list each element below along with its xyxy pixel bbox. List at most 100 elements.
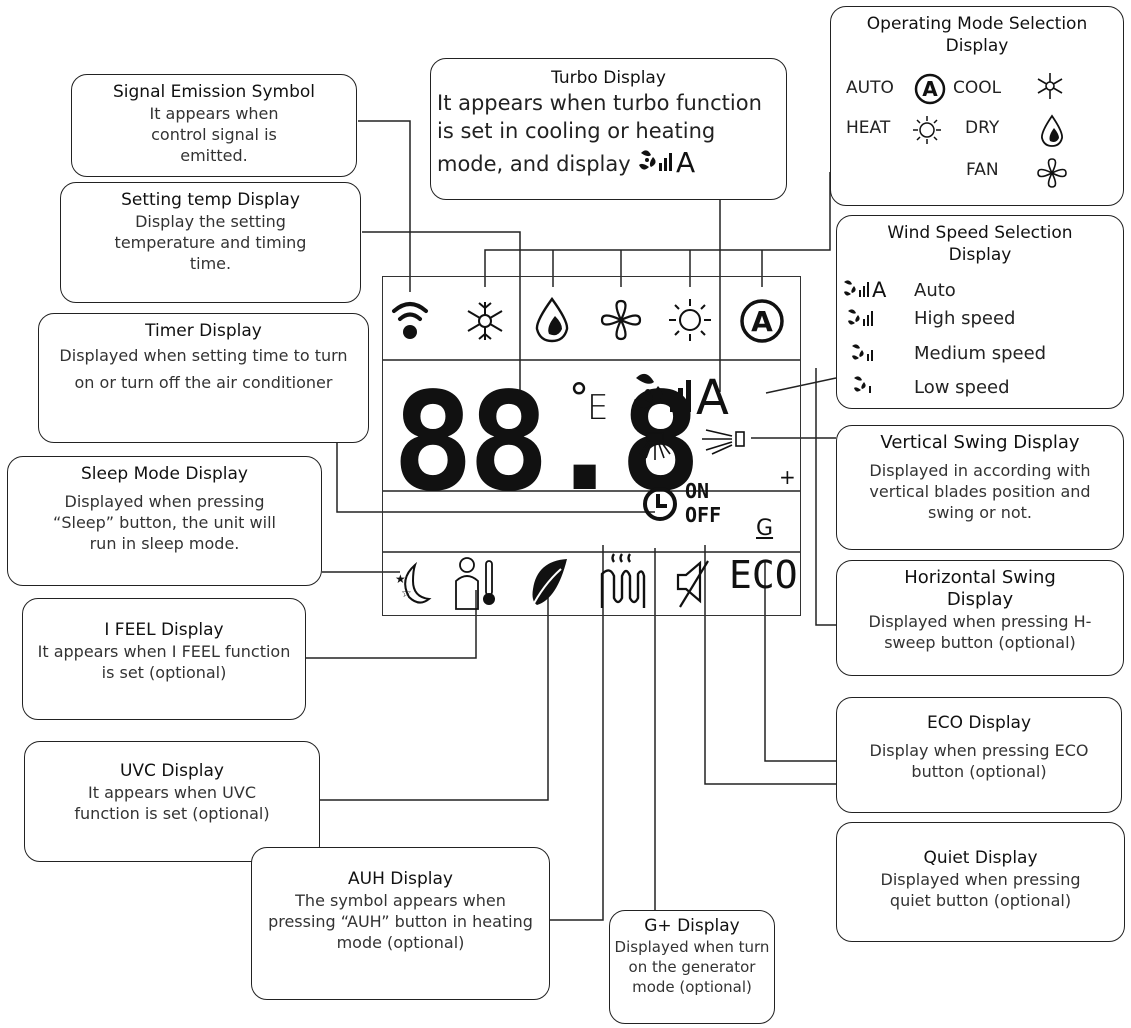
callout-ifeel: I FEEL Display It appears when I FEEL fu… — [22, 598, 306, 720]
wind-speed-low-label: Low speed — [914, 377, 1010, 398]
snowflake-icon — [467, 302, 503, 340]
callout-desc: The symbol appears when pressing “AUH” b… — [268, 891, 533, 952]
callout-title: Timer Display — [145, 321, 262, 341]
i-feel-person-icon — [455, 557, 495, 610]
leader-windspeed — [765, 377, 837, 394]
auh-heater-icon — [600, 553, 646, 608]
leader-ifeel — [306, 590, 477, 659]
uvc-leaf-icon — [530, 559, 567, 610]
sun-icon — [913, 116, 941, 144]
callout-eco: ECO Display Display when pressing ECO bu… — [836, 697, 1122, 813]
turbo-a-letter: A — [696, 370, 729, 420]
callout-signal: Signal Emission Symbol It appears when c… — [71, 74, 357, 177]
callout-gplus: G+ Display Displayed when turn on the ge… — [609, 910, 775, 1024]
callout-auh: AUH Display The symbol appears when pres… — [251, 847, 550, 1000]
callout-setting-temp: Setting temp Display Display the setting… — [60, 182, 361, 303]
fan-icon — [600, 299, 642, 341]
callout-title: I FEEL Display — [104, 620, 224, 640]
wind-speed-auto-label: Auto — [914, 280, 956, 301]
auto-mode-icon-letter: A — [922, 77, 938, 101]
callout-title: UVC Display — [119, 761, 224, 781]
callout-desc: It appears when UVC function is set (opt… — [74, 783, 270, 823]
auto-mode-icon: A — [740, 299, 784, 343]
sleep-moon-icon: ★ ☆ — [395, 561, 432, 604]
callout-title: Setting temp Display — [121, 190, 300, 210]
mode-auto-label: AUTO — [846, 78, 894, 98]
callout-title: Operating Mode Selection Display — [866, 14, 1088, 56]
callout-desc: Displayed when pressing quiet button (op… — [880, 870, 1081, 910]
wind-speed-medium-label: Medium speed — [914, 343, 1047, 364]
callout-title: AUH Display — [348, 869, 453, 889]
callout-desc: Displayed in according with vertical bla… — [869, 461, 1091, 522]
temperature-unit: E — [587, 388, 609, 428]
callout-desc: Displayed when turn on the generator mod… — [614, 938, 770, 996]
callout-timer: Timer Display Displayed when setting tim… — [38, 313, 369, 443]
sun-icon — [669, 299, 711, 341]
callout-hswing: Horizontal Swing Display Displayed when … — [836, 560, 1124, 676]
callout-sleep: Sleep Mode Display Displayed when pressi… — [7, 456, 322, 586]
horizontal-swing-icon — [702, 429, 745, 455]
leader-uvc — [320, 570, 549, 801]
wind-speed-medium-icon — [852, 344, 873, 361]
wind-speed-auto-icon: A — [844, 278, 887, 300]
snowflake-icon — [1037, 73, 1063, 99]
turbo-fan-speed-icon: A — [634, 370, 729, 420]
callout-title: Turbo Display — [551, 68, 666, 88]
timer-on-label: ON — [685, 479, 710, 503]
turbo-desc-text: It appears when turbo function is set in… — [437, 91, 762, 176]
quiet-mute-icon — [676, 560, 709, 608]
water-drop-icon — [535, 297, 569, 343]
leader-quiet — [704, 545, 836, 785]
svg-text:☆: ☆ — [401, 586, 412, 600]
turbo-fan-speed-icon: A — [639, 146, 696, 179]
svg-text:A: A — [872, 278, 887, 300]
leader-opmode — [484, 172, 831, 287]
callout-title: Wind Speed Selection Display — [887, 223, 1073, 265]
auto-mode-icon: A — [914, 73, 946, 105]
leader-auh — [550, 545, 604, 921]
callout-desc: It appears when turbo function is set in… — [437, 89, 780, 179]
wind-speed-low-icon — [854, 376, 871, 393]
signal-icon — [392, 302, 428, 339]
callout-title: Horizontal Swing Display — [904, 567, 1056, 610]
callout-uvc: UVC Display It appears when UVC function… — [24, 741, 320, 862]
leader-hswing — [815, 368, 836, 626]
svg-text:★: ★ — [395, 572, 406, 586]
callout-desc: Displayed when setting time to turn on o… — [59, 346, 348, 392]
callout-desc: It appears when control signal is emitte… — [149, 104, 279, 165]
leader-setting-temp — [362, 231, 521, 400]
leader-signal — [358, 120, 411, 292]
callout-desc: Displayed when pressing H-sweep button (… — [868, 612, 1092, 652]
callout-opmode: Operating Mode Selection Display — [830, 6, 1124, 206]
mode-cool-label: COOL — [953, 78, 1002, 98]
water-drop-icon — [1041, 114, 1063, 147]
leader-timer — [336, 443, 655, 513]
callout-desc: Display the setting temperature and timi… — [114, 212, 307, 273]
eco-label: ECO — [729, 553, 798, 597]
timer-off-label: OFF — [685, 503, 722, 527]
callout-title: G+ Display — [644, 916, 740, 936]
plus-symbol: + — [779, 465, 796, 489]
lcd-auto-letter: A — [751, 305, 773, 338]
callout-turbo: Turbo Display It appears when turbo func… — [430, 58, 787, 200]
callout-desc: Displayed when pressing “Sleep” button, … — [53, 492, 276, 553]
wind-speed-high-icon — [848, 309, 873, 326]
svg-text:A: A — [676, 146, 695, 175]
g-plus-symbol: G — [756, 516, 774, 541]
callout-title: Sleep Mode Display — [80, 464, 248, 484]
callout-windspeed: Wind Speed Selection Display — [836, 215, 1124, 409]
callout-title: ECO Display — [926, 713, 1032, 733]
lcd-panel — [382, 276, 801, 616]
mode-heat-label: HEAT — [846, 118, 891, 138]
wind-speed-high-label: High speed — [914, 308, 1016, 329]
mode-fan-label: FAN — [966, 160, 999, 180]
degree-symbol: ° — [569, 376, 589, 422]
callout-title: Quiet Display — [923, 848, 1038, 868]
callout-vswing: Vertical Swing Display Displayed in acco… — [836, 425, 1124, 550]
mode-dry-label: DRY — [965, 118, 1000, 138]
clock-icon — [643, 487, 677, 521]
callout-quiet: Quiet Display Displayed when pressing qu… — [836, 822, 1125, 942]
temperature-digits: 88.8 — [392, 364, 702, 522]
callout-desc: Display when pressing ECO button (option… — [869, 741, 1089, 781]
